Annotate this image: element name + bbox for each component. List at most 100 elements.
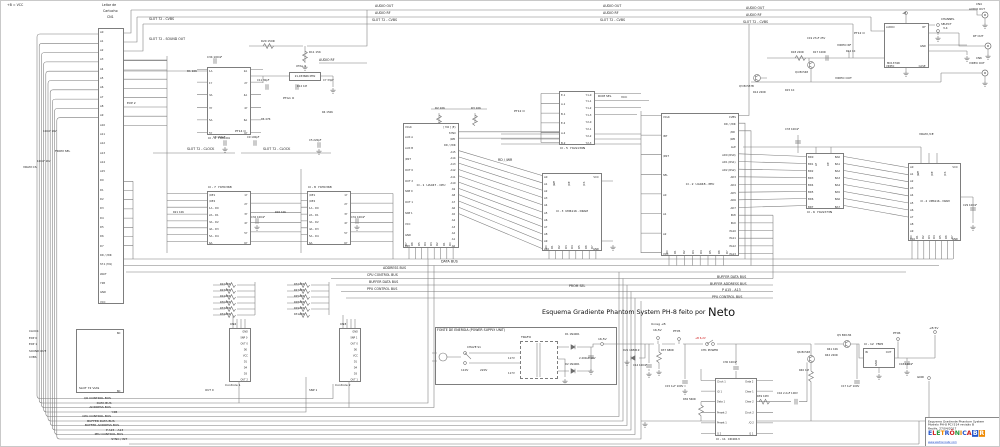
ci4-vram-pin-a4: A4 [909,194,913,197]
ci1-cpu-pin-wr: /WR [450,137,456,141]
ci5-74ls139-pin-a-2: A-2 [560,131,565,135]
ci12-7805-pin-out: OUT [885,350,892,354]
ci3-dram-pin-a8: A8 [543,232,547,236]
ci7-buffer-pin-2a-d1: 2A - D1 [208,213,219,217]
title-block-url: www.eletronicabr.com [928,441,957,444]
buffer-address-bus-label: BUFFER ADDRESS BUS [710,282,747,286]
cn3-controller2-pin-d4: D4 [354,366,358,369]
ci3-dram-pin-d4: D4 [571,245,575,249]
ci3-dram-pin-a3: A3 [543,196,547,200]
ci2-ppu-pin-ad6: AD6 [730,198,736,202]
audio-rf-label: AUDIO RF [603,11,619,16]
ci1-cpu-pin-d5: D5 [417,242,421,246]
trafo-label: TRAFO [521,335,531,339]
cn1-cartridge-connector-pin-a6: A6 [99,86,103,89]
cn6-label: CN6 [976,56,982,60]
cn4-label: CN4 [976,2,982,6]
100nf-16v-label: 100nF 16V [43,129,57,133]
cn3-controller2-label: CN3 [340,322,347,326]
title-block: Esquema Gradiente Phantom System Modelo … [925,417,999,446]
q3-bc557b-label: Q3 BC557B [739,84,754,88]
ci8-buffer-pin-oe1: /OE1 [308,193,315,197]
ci3-dram-pin-oe: /OE [568,181,571,186]
ci9-74hc04-pin-3a: 3A [208,94,212,97]
cpu-control-bus-label: CPU CONTROL BUS [367,273,398,278]
vram-ce-label: VRAM /CE [919,132,934,136]
pt05-label: PT05 [673,329,681,333]
buffer-address-bus-label: BUFFER ADDRESS BUS [84,423,119,427]
ci1-cpu-pin-d0: D0 [448,242,452,246]
c30-100nf-label: C30 100nF [723,360,738,364]
r2-10k-label: R2 10K [435,106,446,110]
r14-220r-label: R14 220R [753,90,766,94]
ci7-buffer-pin-4a-d3: 4A - D3 [208,227,219,231]
ci7-buffer-box [207,191,251,245]
ci3-dram-pin-a5: A5 [543,211,547,215]
cn2-controller1-pin-d0: D0 [244,348,248,351]
r24-1k-label: R24 1K [846,49,856,53]
title-block-line2: Modelo PH-8 PCI 514 revisão B [928,423,975,427]
channel-label: CHANNEL [941,17,955,21]
ci2-ppu-pin-pa12: PA12 [729,244,736,248]
ci9-74hc04-pin-4y: 4Y [244,106,248,110]
slot72-connector-pin-nc: NC [116,331,121,335]
ci1-cpu-pin-d7: D7 [405,242,409,246]
b-vcc-label: +B = VCC [7,3,24,8]
ci2-ppu-pin-a2: A2 [662,232,666,236]
ci2-ppu-pin-d2: D2 [683,250,686,254]
ci3-dram-label: CI - 3 UM6116 - DRAM [556,209,588,213]
title-block-line3: Recife, 27/04/2017 [928,426,957,430]
ci6-latch-pin-bd3: BD3 [807,176,813,180]
ci8-buffer-pin-3a-d2: 3A - D2 [308,220,319,224]
c19-27uf-25v-label: C19 27uF 25V [807,36,826,40]
r25-10k-label: R25 10K [294,294,305,297]
c16-2-2uf-100v-label: C16 2.2uF 100V [777,391,798,395]
rf-modulator-pin-gnd: GND [919,44,926,48]
ci3-dram-pin-cs: /CS [583,181,586,186]
cn2-controller1-pin-d4: D4 [244,366,248,369]
ci3-dram-pin-we: /WE [553,180,556,186]
ci3-dram-pin-a9: A9 [543,240,547,243]
controle-1-label: Controle 1 [225,383,241,387]
cn1-cartridge-connector-pin-d1: D1 [99,188,104,192]
ci8-buffer-pin-1a-d0: 1A - D0 [308,206,319,210]
ci4-vram-pin-a0: A0 [909,165,913,169]
cn1-cartridge-connector-pin-vcc: VCC [99,300,105,304]
ci2-ppu-pin-int: INT [662,134,667,138]
ci1-cpu-pin-a9: A9 [452,187,456,191]
from-sel-label: FROM SEL [55,149,71,153]
select-label: SELECT [941,22,952,26]
controle-2-label: Controle 2 [335,383,351,387]
ci8-buffer-pin-6a: 6A [308,241,312,245]
ci1-cpu-pin-gnd: GND [404,233,411,237]
ci3-dram-pin-d7: D7 [591,245,595,249]
ci1-cpu-pin-a15: A15 [450,150,456,154]
cn1-cartridge-connector-pin-d4: D4 [99,216,104,220]
ci8-buffer-box [307,191,351,245]
ci7-buffer-pin-5a-d4: 5A - D4 [208,234,219,238]
cn1-cartridge-connector-pin-d7: D7 [99,244,104,248]
ci2-ppu-box [661,113,739,256]
ci5-74ls139-pin-y2-2: Y2-2 [585,134,592,138]
audio-out-label: AUDIO OUT [375,4,394,9]
c33-100nf-label: C33 100nF [785,127,800,131]
c11-30pf-label: C11 30pF [257,78,270,82]
ci5-74ls139-pin-e-2: E-2 [560,122,565,125]
ci6-latch-pin-bd2: BD2 [807,169,813,173]
ci9-74hc04-label: CI - 9 74HC04 [208,136,230,140]
main-title: Esquema Gradiente Phantom System PH-8 fe… [542,304,782,322]
16-5v-label: 16,5V [598,337,607,341]
ci2-ppu-pin-rd: /RD [730,130,736,134]
ci7-buffer-pin-oe2: /OE2 [208,200,215,203]
ci1-cpu-pin-a14: A14 [450,156,456,160]
ci2-ppu-pin-d6: D6 [717,250,721,254]
d21-1n5819-label: D21 1N5819 [623,348,640,352]
audio-out-jack-icon [981,11,989,19]
ci4-vram-pin-d2: D2 [921,235,925,239]
r11-15k-label: R11 15K [309,50,321,54]
ci5-74ls139-pin-y2-1: Y2-1 [585,127,592,131]
ci3-dram-box [542,173,602,251]
rf-out-label: RF OUT [973,34,984,38]
ci9-74hc04-pin-2y: 2Y [244,81,248,85]
